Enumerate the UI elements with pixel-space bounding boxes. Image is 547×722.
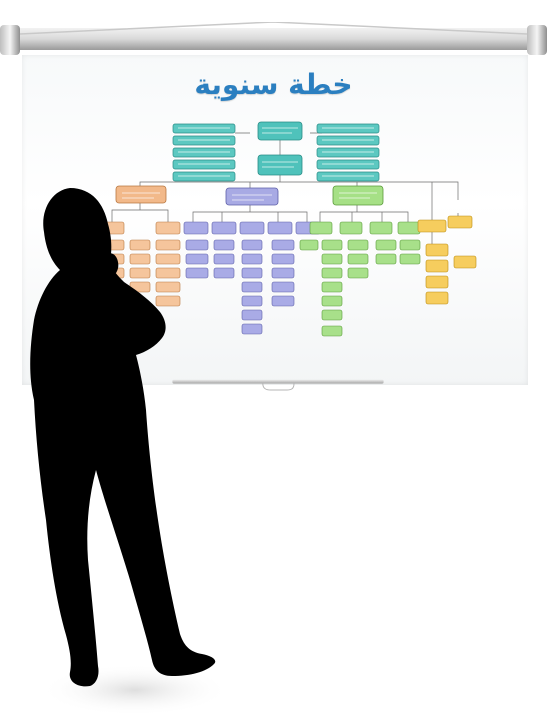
screen-top-roller <box>0 22 547 55</box>
org-yellow-group <box>417 215 477 305</box>
org-top-nodes <box>257 121 303 176</box>
slide-title: خطة سنوية <box>194 68 353 101</box>
org-green-group <box>299 221 421 337</box>
screen-bottom-bar <box>172 379 384 391</box>
org-left-teal-column <box>172 123 236 182</box>
org-purple-group <box>183 221 321 335</box>
org-node-orange-head <box>115 185 167 204</box>
org-node-purple-head <box>225 187 279 206</box>
org-right-teal-column <box>316 123 380 182</box>
org-node-green-head <box>332 185 384 206</box>
